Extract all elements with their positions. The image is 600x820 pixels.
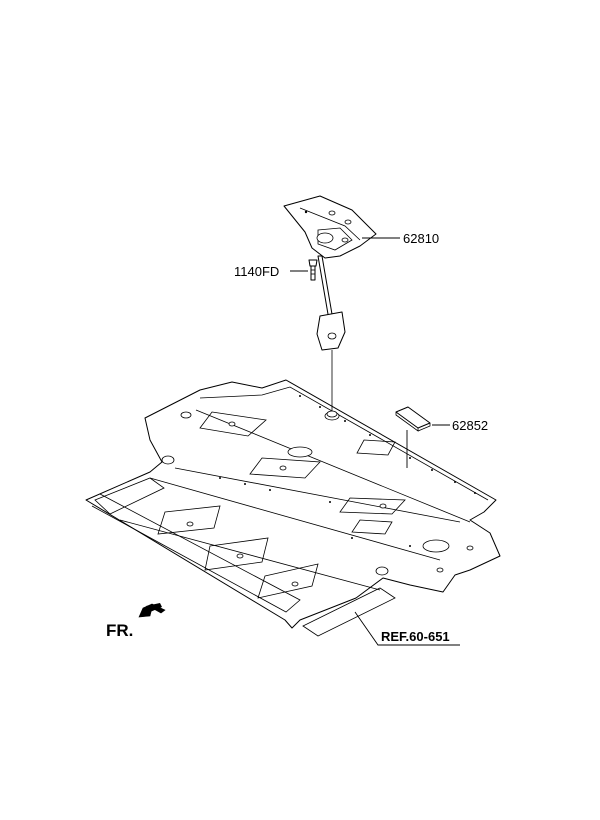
front-arrow-icon xyxy=(138,603,166,618)
bolt-icon xyxy=(308,259,318,281)
front-direction-indicator: FR. xyxy=(106,603,166,640)
carrier-bracket xyxy=(283,195,377,259)
pad-icon xyxy=(395,406,431,432)
label-reference: REF.60-651 xyxy=(381,629,450,644)
floor-panel xyxy=(85,379,501,637)
hanger-rod xyxy=(316,255,346,418)
leader-lines xyxy=(290,237,460,646)
label-pad: 62852 xyxy=(452,418,488,433)
label-bracket: 62810 xyxy=(403,231,439,246)
front-label: FR. xyxy=(106,621,133,640)
label-bolt: 1140FD xyxy=(234,264,279,279)
